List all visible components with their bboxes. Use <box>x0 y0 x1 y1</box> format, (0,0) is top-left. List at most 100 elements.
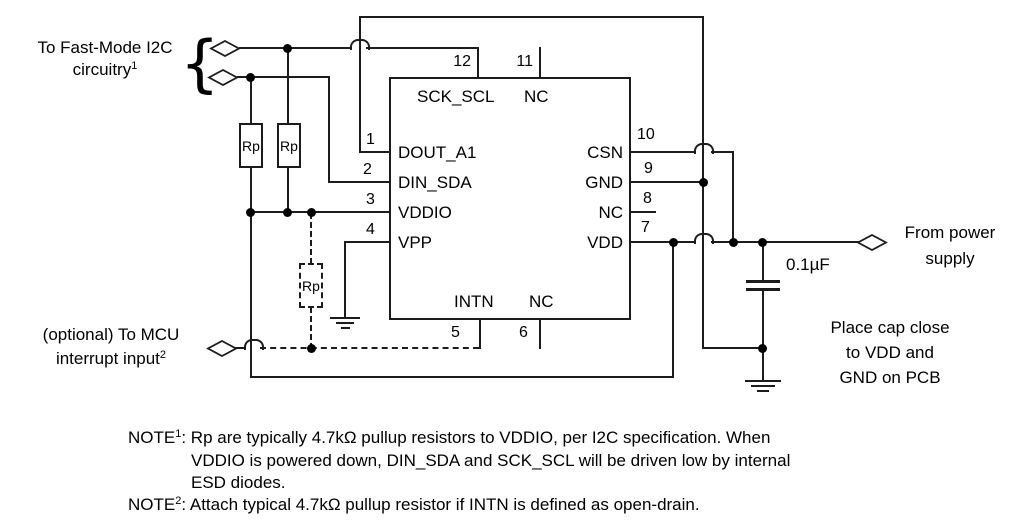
wire-cap-bottom <box>762 289 764 381</box>
wire-int-dashed-a <box>235 347 246 349</box>
i2c-label-line1: To Fast-Mode I2C <box>37 38 173 57</box>
resistor-rp1: Rp <box>239 123 263 168</box>
hop-vdd-over-riser <box>694 233 714 244</box>
note2-superscript: 2 <box>175 495 182 507</box>
pin-number-7: 7 <box>641 219 650 236</box>
ic-label-vdd: VDD <box>587 233 623 252</box>
pin-number-5: 5 <box>451 324 460 341</box>
wire-pin3-vddio <box>250 211 391 213</box>
i2c-circuitry-label: To Fast-Mode I2C circuitry1 <box>15 37 195 83</box>
wire-gnd-to-cap <box>702 347 764 349</box>
wire-vdd-drop <box>672 241 674 378</box>
wire-cap-top <box>762 241 764 282</box>
ic-label-sck-scl: SCK_SCL <box>417 87 495 106</box>
junction-vdd-csn <box>729 238 738 247</box>
wire-pin4-vpp <box>344 241 391 243</box>
wire-pin12-stub <box>477 47 479 79</box>
i2c-label-line2: circuitry <box>72 60 132 79</box>
wire-csn-b <box>711 151 734 153</box>
cap-note-line1: Place cap close <box>830 318 950 337</box>
wire-pin11-stub <box>539 47 541 79</box>
mcu-label-line2: interrupt input <box>55 349 160 368</box>
wire-pin6-stub <box>539 317 541 349</box>
ground-vpp-line1 <box>330 317 360 319</box>
wire-int-dashed-b <box>260 347 479 349</box>
wire-rp3-bottom-dashed <box>310 307 312 349</box>
junction-sda-rp1 <box>246 73 255 82</box>
ground-vpp-line2 <box>336 322 354 324</box>
junction-cap-gnd <box>758 344 767 353</box>
i2c-label-superscript: 1 <box>131 60 138 72</box>
pin-number-10: 10 <box>637 126 655 143</box>
wire-vddio-drop <box>250 211 252 378</box>
wire-vdd-a <box>629 241 695 243</box>
capacitor-plate-top <box>746 280 780 283</box>
junction-int-rp3 <box>307 344 316 353</box>
junction-vddio-rp3 <box>307 208 316 217</box>
wire-rp2-top <box>287 47 289 124</box>
pin-number-11: 11 <box>516 53 533 70</box>
ground-main-line2 <box>751 385 775 387</box>
wire-sda-drop <box>328 76 330 183</box>
resistor-rp3-optional: Rp <box>299 263 323 308</box>
cap-note-line3: GND on PCB <box>839 368 941 387</box>
hop-csn-over-riser <box>694 143 714 154</box>
pin-number-8: 8 <box>643 190 652 207</box>
junction-vddio-rp1 <box>246 208 255 217</box>
wire-bottom-rail <box>250 376 674 378</box>
ic-label-nc-top: NC <box>524 87 549 106</box>
junction-scl-rp2 <box>283 44 292 53</box>
resistor-rp2-label: Rp <box>280 137 298 154</box>
power-label-line1: From power <box>904 223 996 242</box>
ground-main-line3 <box>757 390 769 392</box>
note1-line1: NOTE1: Rp are typically 4.7kΩ pullup res… <box>128 427 770 451</box>
wire-csn-a <box>629 151 695 153</box>
resistor-rp1-label: Rp <box>242 137 260 154</box>
wire-pin2-din <box>328 181 391 183</box>
connector-interrupt-diamond <box>206 340 238 357</box>
note1-line2: VDDIO is powered down, DIN_SDA and SCK_S… <box>191 451 791 470</box>
i2c-brace: { <box>180 27 220 100</box>
note1-prefix: NOTE <box>128 428 176 447</box>
ic-label-vddio: VDDIO <box>398 203 452 222</box>
wire-pin1-dout <box>359 151 391 153</box>
ic-label-intn: INTN <box>454 292 494 311</box>
note1-line3: ESD diodes. <box>191 473 286 492</box>
junction-vddio-rp2 <box>283 208 292 217</box>
wire-gnd <box>629 181 705 183</box>
ic-label-csn: CSN <box>587 143 623 162</box>
note2-text1: : Attach typical 4.7kΩ pullup resistor i… <box>181 495 700 514</box>
power-label-line2: supply <box>925 249 975 268</box>
note1-text1: : Rp are typically 4.7kΩ pullup resistor… <box>181 428 771 447</box>
wire-rp1-top <box>250 76 252 124</box>
wire-rp1-bottom <box>250 167 252 213</box>
hop-scl-over-riser <box>350 39 370 50</box>
pin-number-1: 1 <box>366 131 375 148</box>
pin-number-3: 3 <box>366 191 375 208</box>
pin-number-2: 2 <box>363 161 372 178</box>
ic-body <box>389 77 631 320</box>
ground-vpp-line3 <box>341 327 350 329</box>
connector-sda-diamond <box>207 69 239 86</box>
wire-nc8-stub <box>629 211 656 213</box>
ic-label-vpp: VPP <box>398 233 433 252</box>
wire-vdd-b <box>711 241 859 243</box>
wire-scl-a <box>239 47 352 49</box>
capacitor-plate-bottom <box>746 288 780 291</box>
pin-number-6: 6 <box>519 324 528 341</box>
wire-rp2-bottom <box>287 167 289 213</box>
power-supply-label: From power supply <box>888 220 1012 272</box>
mcu-label-line1: (optional) To MCU <box>42 325 180 344</box>
junction-vdd-drop <box>669 238 678 247</box>
cap-placement-note: Place cap close to VDD and GND on PCB <box>818 315 962 390</box>
junction-vdd-cap <box>758 238 767 247</box>
note1-superscript: 1 <box>175 428 182 440</box>
wire-sda <box>237 76 330 78</box>
capacitor-value: 0.1µF <box>786 255 830 274</box>
connector-scl-diamond <box>209 40 241 57</box>
pin-number-12: 12 <box>453 53 471 70</box>
wire-scl-b <box>366 47 479 49</box>
wire-pin5-stub <box>479 317 481 349</box>
ic-label-gnd: GND <box>585 173 623 192</box>
ic-label-din-sda: DIN_SDA <box>398 173 472 192</box>
